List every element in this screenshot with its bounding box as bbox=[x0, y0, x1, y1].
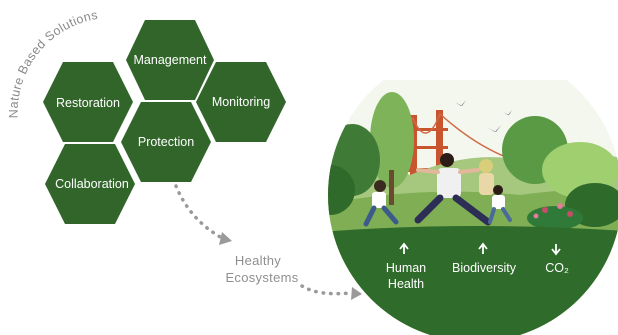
hexagon-cluster: Management Restoration Monitoring Protec… bbox=[43, 20, 286, 224]
arrowhead-upper-icon bbox=[219, 232, 232, 245]
outcome-co2: CO₂ bbox=[545, 244, 569, 275]
outcome-human-health: Human Health bbox=[386, 242, 426, 291]
arrow-down-icon bbox=[551, 244, 561, 256]
park-illustration bbox=[328, 48, 618, 335]
outcome-biodiversity: Biodiversity bbox=[452, 242, 517, 275]
healthy-ecosystems-label-line1: Healthy bbox=[235, 253, 281, 268]
arrow-up-icon bbox=[399, 242, 409, 254]
hex-management: Management bbox=[126, 20, 214, 100]
hex-protection: Protection bbox=[121, 102, 211, 182]
outcome-biodiversity-label: Biodiversity bbox=[452, 261, 517, 275]
hex-protection-label: Protection bbox=[138, 135, 194, 149]
arrowhead-lower-icon bbox=[351, 287, 362, 300]
arrow-up-icon bbox=[478, 242, 488, 254]
ground bbox=[328, 226, 618, 335]
flower-bush bbox=[527, 203, 583, 230]
hex-monitoring-label: Monitoring bbox=[212, 95, 270, 109]
hex-management-label: Management bbox=[134, 53, 207, 67]
hex-collaboration: Collaboration bbox=[45, 144, 135, 224]
birds-icon bbox=[455, 100, 512, 132]
dotted-arrow-upper bbox=[174, 184, 224, 240]
trees bbox=[328, 92, 618, 227]
outcome-human-health-line1: Human bbox=[386, 261, 426, 275]
hex-monitoring: Monitoring bbox=[196, 62, 286, 142]
family-running-figures bbox=[363, 153, 512, 227]
hex-restoration: Restoration bbox=[43, 62, 133, 142]
dotted-arrow-lower bbox=[300, 284, 352, 296]
hex-restoration-label: Restoration bbox=[56, 96, 120, 110]
dotted-connector bbox=[174, 184, 352, 296]
healthy-ecosystems-label-line2: Ecosystems bbox=[225, 270, 298, 285]
outcome-co2-label: CO₂ bbox=[545, 261, 569, 275]
hex-collaboration-label: Collaboration bbox=[55, 177, 129, 191]
outcome-human-health-line2: Health bbox=[388, 277, 424, 291]
